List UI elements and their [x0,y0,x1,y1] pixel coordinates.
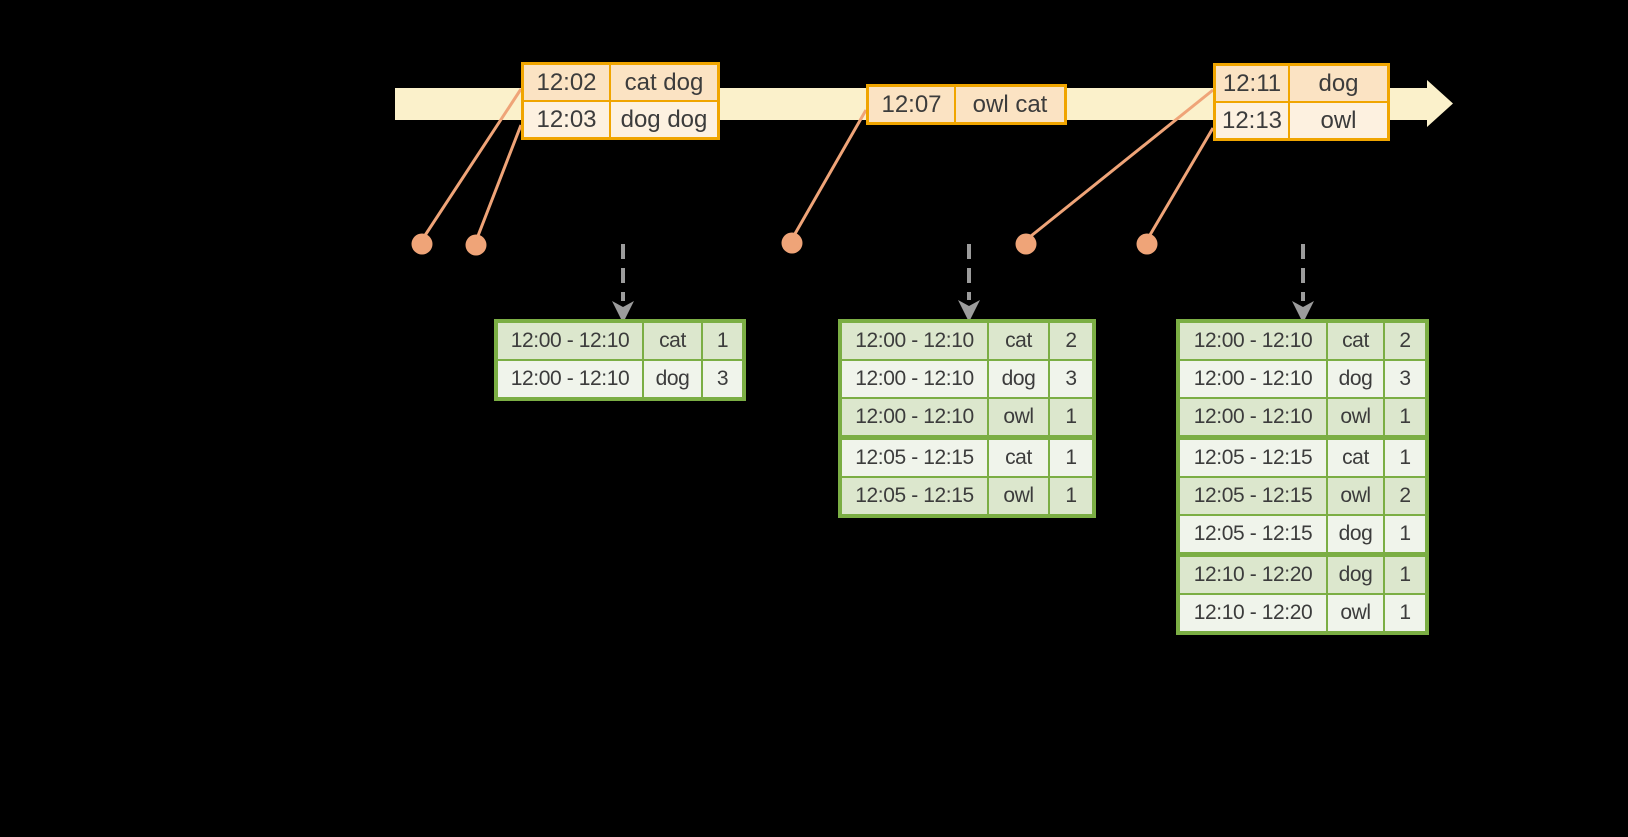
count-cell: 1 [701,323,742,359]
result-row: 12:00 - 12:10 dog 3 [1180,359,1425,397]
event-table-1: 12:02 cat dog 12:03 dog dog [521,62,720,140]
count-cell: 3 [1048,361,1092,397]
event-time-cell: 12:13 [1216,103,1288,138]
window-cell: 12:10 - 12:20 [1180,595,1326,631]
trigger-arrows [612,244,1314,323]
count-cell: 1 [1383,440,1425,476]
event-marker-dot [411,233,433,255]
event-table-2: 12:07 owl cat [866,84,1067,125]
event-row: 12:07 owl cat [869,87,1064,122]
word-cell: owl [987,478,1048,514]
count-cell: 1 [1383,516,1425,552]
window-cell: 12:05 - 12:15 [1180,516,1326,552]
event-words-cell: dog dog [609,102,717,137]
event-link-line [790,109,868,240]
result-row: 12:00 - 12:10 dog 3 [842,359,1092,397]
word-cell: dog [1326,361,1383,397]
window-cell: 12:00 - 12:10 [1180,323,1326,359]
count-cell: 1 [1383,557,1425,593]
word-cell: owl [1326,478,1383,514]
word-cell: cat [987,323,1048,359]
word-cell: owl [987,399,1048,435]
window-cell: 12:00 - 12:10 [842,323,987,359]
window-cell: 12:10 - 12:20 [1180,557,1326,593]
event-time-cell: 12:02 [524,65,609,100]
count-cell: 2 [1048,323,1092,359]
event-row: 12:13 owl [1216,101,1387,138]
event-link-line [474,124,523,242]
word-cell: cat [1326,440,1383,476]
result-row: 12:00 - 12:10 owl 1 [842,397,1092,435]
window-cell: 12:05 - 12:15 [1180,478,1326,514]
result-row: 12:00 - 12:10 cat 2 [842,323,1092,359]
result-row: 12:00 - 12:10 owl 1 [1180,397,1425,435]
event-words-cell: owl [1288,103,1387,138]
event-row: 12:11 dog [1216,66,1387,101]
word-cell: dog [1326,557,1383,593]
event-table-3: 12:11 dog 12:13 owl [1213,63,1390,141]
result-row: 12:10 - 12:20 dog 1 [1180,552,1425,593]
event-link-line [1145,127,1215,241]
event-words-cell: owl cat [954,87,1064,122]
timeline-arrowhead-icon [1427,80,1453,127]
word-cell: dog [987,361,1048,397]
count-cell: 1 [1048,440,1092,476]
result-row: 12:00 - 12:10 cat 1 [498,323,742,359]
event-row: 12:03 dog dog [524,100,717,137]
event-words-cell: dog [1288,66,1387,101]
count-cell: 1 [1383,399,1425,435]
window-cell: 12:00 - 12:10 [842,361,987,397]
event-time-cell: 12:07 [869,87,954,122]
window-cell: 12:05 - 12:15 [842,440,987,476]
window-cell: 12:00 - 12:10 [1180,361,1326,397]
result-row: 12:00 - 12:10 cat 2 [1180,323,1425,359]
count-cell: 1 [1048,399,1092,435]
count-cell: 1 [1048,478,1092,514]
trigger-arrowhead-icon [1292,301,1314,323]
word-cell: dog [642,361,701,397]
result-row: 12:10 - 12:20 owl 1 [1180,593,1425,631]
count-cell: 2 [1383,478,1425,514]
word-cell: cat [1326,323,1383,359]
result-row: 12:00 - 12:10 dog 3 [498,359,742,397]
event-marker-dot [1015,233,1037,255]
event-link-lines [420,88,1215,242]
event-marker-dot [465,234,487,256]
count-cell: 3 [1383,361,1425,397]
window-cell: 12:00 - 12:10 [498,361,642,397]
window-cell: 12:05 - 12:15 [1180,440,1326,476]
count-cell: 3 [701,361,742,397]
trigger-arrowhead-icon [958,300,980,322]
window-cell: 12:05 - 12:15 [842,478,987,514]
word-cell: dog [1326,516,1383,552]
event-row: 12:02 cat dog [524,65,717,100]
word-cell: cat [987,440,1048,476]
result-row: 12:05 - 12:15 owl 1 [842,476,1092,514]
result-table-2: 12:00 - 12:10 cat 2 12:00 - 12:10 dog 3 … [838,319,1096,518]
trigger-arrowhead-icon [612,301,634,323]
result-table-1: 12:00 - 12:10 cat 1 12:00 - 12:10 dog 3 [494,319,746,401]
word-cell: owl [1326,595,1383,631]
word-cell: cat [642,323,701,359]
event-marker-dot [781,232,803,254]
event-time-cell: 12:11 [1216,66,1288,101]
event-link-line [1025,88,1214,242]
event-marker-dots [411,232,1158,256]
event-words-cell: cat dog [609,65,717,100]
count-cell: 1 [1383,595,1425,631]
result-row: 12:05 - 12:15 owl 2 [1180,476,1425,514]
window-cell: 12:00 - 12:10 [498,323,642,359]
window-cell: 12:00 - 12:10 [1180,399,1326,435]
event-link-line [420,88,523,241]
event-time-cell: 12:03 [524,102,609,137]
count-cell: 2 [1383,323,1425,359]
result-row: 12:05 - 12:15 cat 1 [842,435,1092,476]
window-cell: 12:00 - 12:10 [842,399,987,435]
result-row: 12:05 - 12:15 dog 1 [1180,514,1425,552]
result-table-3: 12:00 - 12:10 cat 2 12:00 - 12:10 dog 3 … [1176,319,1429,635]
result-row: 12:05 - 12:15 cat 1 [1180,435,1425,476]
event-marker-dot [1136,233,1158,255]
word-cell: owl [1326,399,1383,435]
